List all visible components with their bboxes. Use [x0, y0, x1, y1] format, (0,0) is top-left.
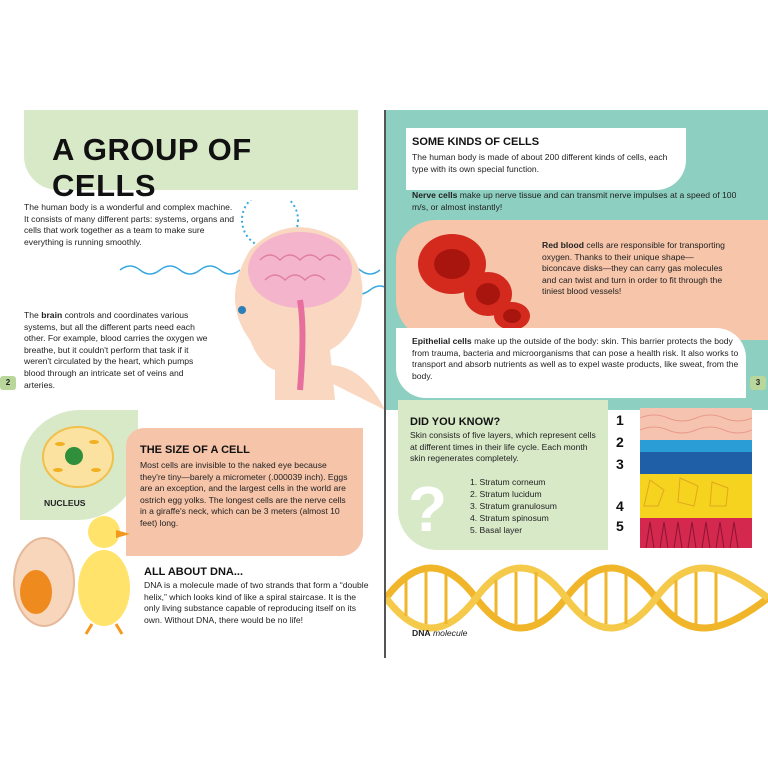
- caption-bold: DNA: [412, 628, 431, 638]
- skin-layer-1: 1. Stratum corneum: [470, 477, 546, 487]
- page-number-right: 3: [750, 376, 766, 390]
- skin-layers-diagram: [640, 408, 752, 548]
- cell-illustration: [42, 426, 114, 488]
- right-page: SOME KINDS OF CELLS The human body is ma…: [386, 110, 768, 658]
- size-text: Most cells are invisible to the naked ey…: [140, 460, 348, 528]
- skin-number-4: 4: [616, 498, 624, 514]
- kinds-title: SOME KINDS OF CELLS: [412, 136, 540, 148]
- skin-layer-4: 4. Stratum spinosum: [470, 513, 549, 523]
- dna-text: DNA is a molecule made of two strands th…: [144, 580, 369, 625]
- brain-text-pre: The: [24, 310, 42, 320]
- skin-number-3: 3: [616, 456, 624, 472]
- nerve-paragraph: Nerve cells make up nerve tissue and can…: [412, 190, 752, 213]
- kinds-text: The human body is made of about 200 diff…: [412, 152, 668, 174]
- title-panel: A GROUP OF CELLS: [24, 110, 358, 203]
- left-page: A GROUP OF CELLS The human body is a won…: [0, 110, 384, 658]
- skin-layer-3: 3. Stratum granulosum: [470, 501, 557, 511]
- did-you-know-title: DID YOU KNOW?: [410, 416, 501, 428]
- page-number-left: 2: [0, 376, 16, 390]
- intro-text: The human body is a wonderful and comple…: [24, 202, 235, 247]
- brain-text-post: controls and coordinates various systems…: [24, 310, 208, 390]
- egg-and-duckling-illustration: [13, 516, 130, 635]
- kinds-of-cells-panel: SOME KINDS OF CELLS The human body is ma…: [406, 128, 686, 190]
- skin-number-5: 5: [616, 518, 624, 534]
- epithelial-paragraph: Epithelial cells make up the outside of …: [412, 336, 744, 382]
- epithelial-text: make up the outside of the body: skin. T…: [412, 336, 739, 381]
- nerve-text: make up nerve tissue and can transmit ne…: [412, 190, 737, 212]
- size-title: THE SIZE OF A CELL: [140, 444, 250, 456]
- did-you-know-panel: DID YOU KNOW? Skin consists of five laye…: [398, 400, 608, 550]
- size-of-cell-panel: THE SIZE OF A CELL Most cells are invisi…: [126, 428, 363, 556]
- book-spine: [384, 110, 386, 658]
- red-blood-cells-illustration: [418, 234, 530, 330]
- red-blood-paragraph: Red blood cells are responsible for tran…: [542, 240, 732, 298]
- skin-number-1: 1: [616, 412, 624, 428]
- dna-title: ALL ABOUT DNA...: [144, 566, 243, 578]
- epithelial-bold: Epithelial cells: [412, 336, 472, 346]
- red-blood-text: cells are responsible for transporting o…: [542, 240, 725, 297]
- nerve-bold: Nerve cells: [412, 190, 458, 200]
- skin-number-2: 2: [616, 434, 624, 450]
- dna-caption: DNA molecule: [412, 628, 467, 640]
- head-brain-illustration: [119, 200, 384, 410]
- red-blood-bold: Red blood: [542, 240, 585, 250]
- brain-paragraph: The brain controls and coordinates vario…: [24, 310, 214, 391]
- epithelial-panel: [396, 328, 746, 398]
- nucleus-label: NUCLEUS: [44, 498, 86, 508]
- page-title: A GROUP OF CELLS: [52, 132, 252, 203]
- skin-layer-2: 2. Stratum lucidum: [470, 489, 542, 499]
- dna-helix-illustration: [386, 564, 768, 632]
- skin-layer-5: 5. Basal layer: [470, 525, 523, 535]
- did-you-know-text: Skin consists of five layers, which repr…: [410, 430, 596, 464]
- skin-layers-list: 1. Stratum corneum 2. Stratum lucidum 3.…: [470, 476, 557, 536]
- question-mark-icon: ?: [408, 473, 448, 545]
- caption-italic: molecule: [433, 628, 468, 638]
- brain-bold-word: brain: [41, 310, 63, 320]
